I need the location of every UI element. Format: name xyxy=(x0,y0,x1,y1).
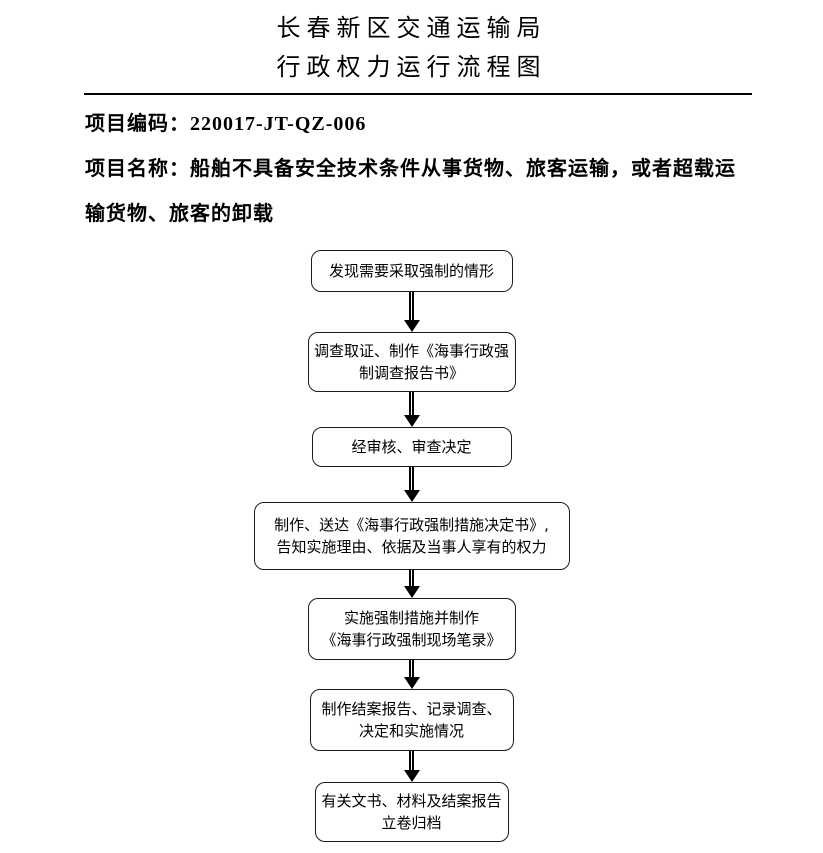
title-line-2: 行政权力运行流程图 xyxy=(276,55,547,81)
flow-step-text-line: 有关文书、材料及结案报告 xyxy=(321,792,502,810)
arrow-shaft xyxy=(409,392,414,415)
flow-step-text-line: 实施强制措施并制作 xyxy=(343,609,479,627)
flow-step-text-line: 经审核、审查决定 xyxy=(351,438,472,456)
arrow-shaft xyxy=(409,570,414,586)
flow-step-text-line: 立卷归档 xyxy=(381,814,442,832)
title-line-1: 长春新区交通运输局 xyxy=(276,16,547,42)
arrow-head xyxy=(403,320,420,332)
down-arrow-icon xyxy=(403,292,420,332)
document-title: 长春新区交通运输局 行政权力运行流程图 xyxy=(0,0,823,88)
flow-step-7: 有关文书、材料及结案报告 立卷归档 xyxy=(314,782,509,842)
project-code-line: 项目编码：220017-JT-QZ-006 xyxy=(85,102,753,147)
flow-step-5: 实施强制措施并制作 《海事行政强制现场笔录》 xyxy=(307,598,516,660)
flow-step-text-line: 制作、送达《海事行政强制措施决定书》, xyxy=(274,516,549,534)
arrow-shaft xyxy=(409,467,414,490)
title-divider xyxy=(84,93,752,95)
arrow-shaft xyxy=(409,292,414,320)
flow-step-4: 制作、送达《海事行政强制措施决定书》, 告知实施理由、依据及当事人享有的权力 xyxy=(253,502,570,570)
down-arrow-icon xyxy=(403,570,420,598)
arrow-head xyxy=(403,490,420,502)
arrow-head xyxy=(403,586,420,598)
project-code-value: 220017-JT-QZ-006 xyxy=(190,113,367,135)
down-arrow-icon xyxy=(403,751,420,782)
project-name-line-2: 输货物、旅客的卸载 xyxy=(85,203,274,225)
project-meta: 项目编码：220017-JT-QZ-006 项目名称：船舶不具备安全技术条件从事… xyxy=(85,102,753,237)
arrow-shaft xyxy=(409,660,414,677)
flow-step-text-line: 告知实施理由、依据及当事人享有的权力 xyxy=(276,538,547,556)
down-arrow-icon xyxy=(403,392,420,427)
arrow-shaft xyxy=(409,751,414,770)
flow-step-3: 经审核、审查决定 xyxy=(311,427,512,467)
flow-step-text-line: 决定和实施情况 xyxy=(358,722,464,740)
arrow-head xyxy=(403,677,420,689)
arrow-head xyxy=(403,770,420,782)
flow-step-text-line: 发现需要采取强制的情形 xyxy=(328,262,494,280)
down-arrow-icon xyxy=(403,660,420,689)
project-name-line-1: 项目名称：船舶不具备安全技术条件从事货物、旅客运输，或者超载运 xyxy=(85,158,736,180)
down-arrow-icon xyxy=(403,467,420,502)
flow-step-text-line: 制作结案报告、记录调查、 xyxy=(321,700,502,718)
flowchart: 发现需要采取强制的情形 调查取证、制作《海事行政强 制调查报告书》 经审核、审查… xyxy=(0,250,823,842)
arrow-head xyxy=(403,415,420,427)
flow-step-2: 调查取证、制作《海事行政强 制调查报告书》 xyxy=(307,332,516,392)
project-code-label: 项目编码： xyxy=(85,113,190,135)
flow-step-text-line: 《海事行政强制现场笔录》 xyxy=(321,631,502,649)
flow-step-text-line: 制调查报告书》 xyxy=(358,364,464,382)
flow-step-1: 发现需要采取强制的情形 xyxy=(310,250,513,292)
flow-step-text-line: 调查取证、制作《海事行政强 xyxy=(313,342,509,360)
flow-step-6: 制作结案报告、记录调查、 决定和实施情况 xyxy=(309,689,514,751)
